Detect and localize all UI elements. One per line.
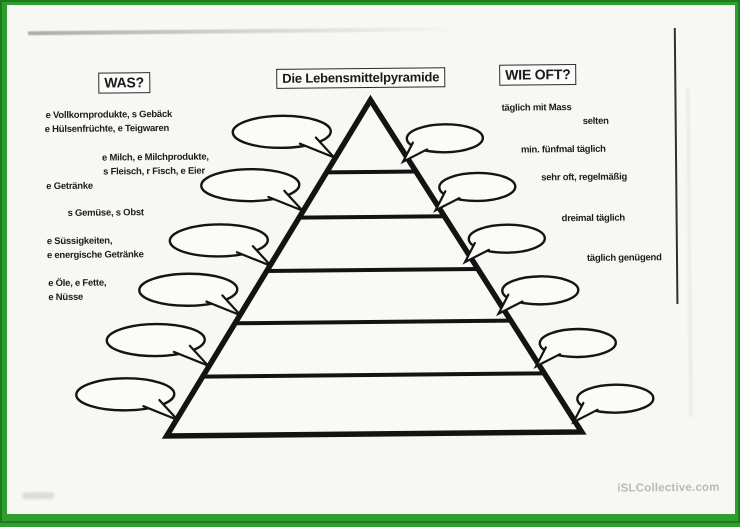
speech-bubble-left-1: [231, 114, 335, 159]
islcollective-watermark: iSLCollective.com: [617, 481, 720, 495]
pyramid-level-line: [266, 266, 479, 273]
speech-bubble-left-2: [200, 167, 304, 212]
speech-bubble-right-5: [533, 327, 618, 369]
speech-bubble-right-6: [571, 383, 655, 425]
speech-bubble-right-1: [400, 123, 485, 165]
speech-bubble-left-3: [168, 223, 272, 267]
speech-bubble-right-3: [462, 223, 547, 265]
pyramid-level-line: [202, 371, 546, 379]
speech-bubble-left-6: [75, 377, 179, 421]
pyramid-level-line: [298, 214, 445, 220]
pyramid-level-line: [326, 169, 417, 175]
speech-bubble-left-4: [138, 272, 242, 317]
pyramid-level-line: [234, 318, 512, 326]
speech-bubble-left-5: [105, 322, 209, 367]
speech-bubble-right-2: [432, 171, 517, 213]
speech-bubble-right-4: [495, 275, 580, 317]
